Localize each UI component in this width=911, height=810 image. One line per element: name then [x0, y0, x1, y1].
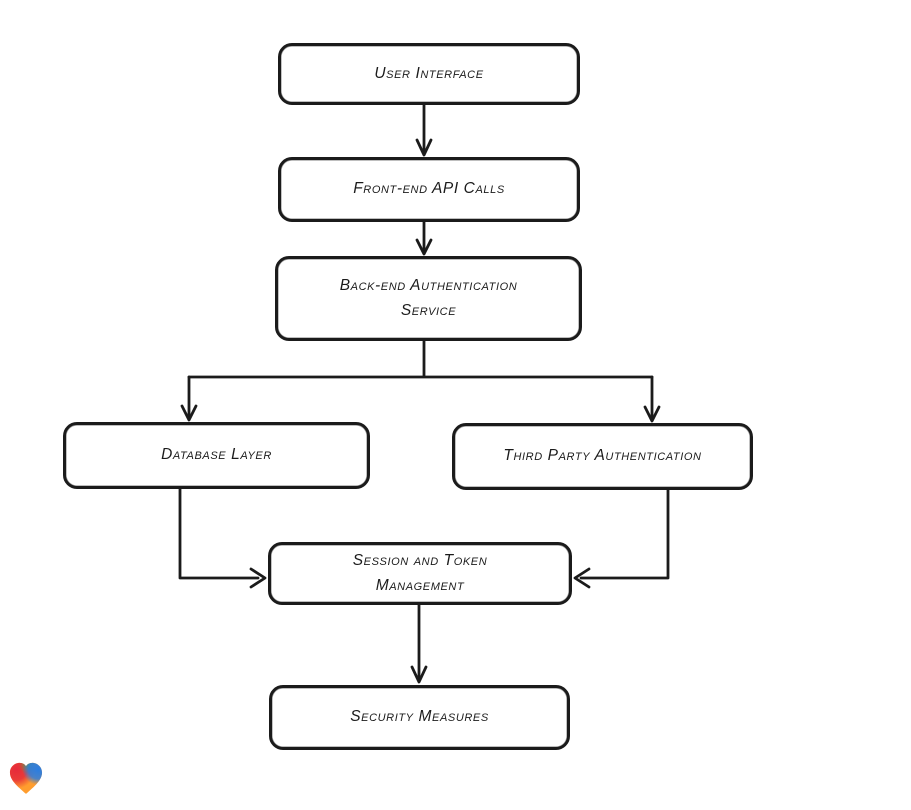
- lovable-heart-logo[interactable]: [7, 760, 45, 798]
- edge-user-interface-to-front-end-api-calls: [415, 103, 433, 157]
- node-front-end-api-calls: Front-end API Calls: [278, 157, 580, 222]
- node-third-party-authentication: Third Party Authentication: [452, 423, 753, 490]
- node-security-measures: Security Measures: [269, 685, 570, 750]
- heart-icon: [9, 762, 43, 794]
- node-label: Session and Token Management: [352, 552, 488, 594]
- node-back-end-authentication-service: Back-end Authentication Service: [275, 256, 582, 341]
- node-session-and-token-management: Session and Token Management: [268, 542, 572, 605]
- node-label: Database Layer: [161, 446, 272, 464]
- edge-database-layer-to-session-token: [178, 487, 267, 589]
- node-user-interface: User Interface: [278, 43, 580, 105]
- node-label: Back-end Authentication Service: [339, 277, 518, 319]
- node-label: Front-end API Calls: [353, 180, 505, 198]
- node-label: User Interface: [374, 64, 484, 82]
- edge-front-end-api-calls-to-back-end-authentication: [415, 220, 433, 256]
- edge-back-end-authentication-branch: [180, 339, 661, 423]
- node-label: Third Party Authentication: [503, 447, 702, 465]
- edge-session-token-to-security-measures: [410, 603, 428, 684]
- node-label: Security Measures: [350, 708, 489, 726]
- node-database-layer: Database Layer: [63, 422, 370, 489]
- edge-third-party-auth-to-session-token: [573, 488, 670, 589]
